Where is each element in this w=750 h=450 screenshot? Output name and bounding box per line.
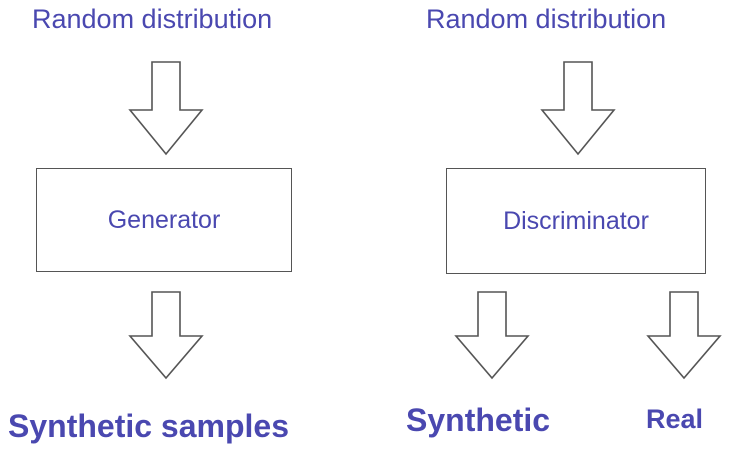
generator-box-label: Generator xyxy=(107,205,221,234)
discriminator-box-label: Discriminator xyxy=(503,206,649,235)
generator-input-label: Random distribution xyxy=(32,4,273,34)
generator-box: Generator xyxy=(36,168,292,272)
generator-output-label: Synthetic samples xyxy=(8,408,289,444)
discriminator-output-real-label: Real xyxy=(646,404,704,434)
down-arrow-icon xyxy=(540,61,616,156)
discriminator-output-synthetic-label: Synthetic xyxy=(406,402,551,438)
down-arrow-icon xyxy=(454,291,530,380)
down-arrow-icon xyxy=(128,61,204,156)
discriminator-box: Discriminator xyxy=(446,168,706,274)
down-arrow-icon xyxy=(128,291,204,380)
discriminator-input-label: Random distribution xyxy=(426,4,667,34)
down-arrow-icon xyxy=(646,291,722,380)
